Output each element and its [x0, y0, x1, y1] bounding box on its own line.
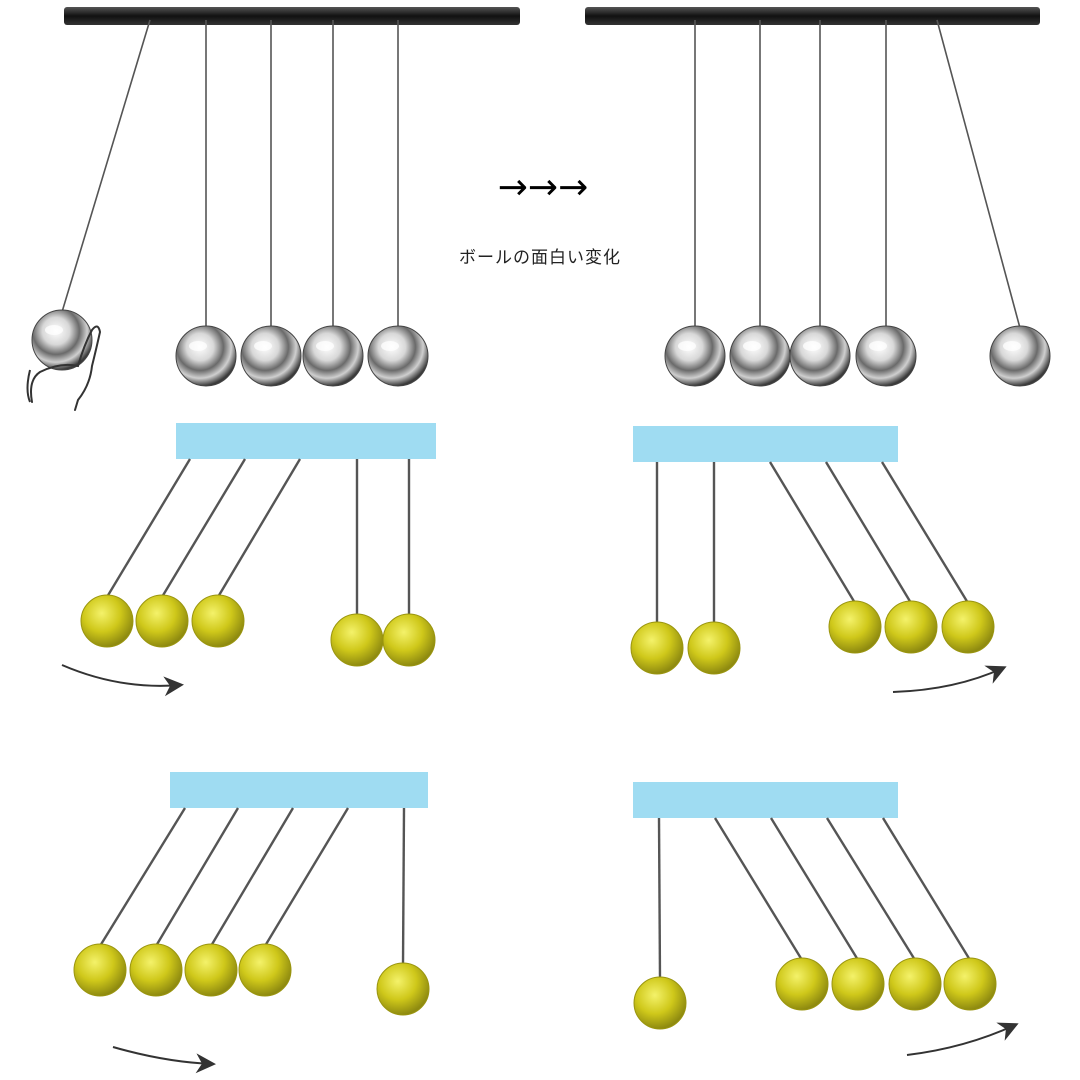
middle-right-cradle-motion-arrow: [892, 665, 1007, 693]
bottom-left-cradle-frame-bar: [170, 772, 428, 808]
middle-right-cradle-string-4: [824, 461, 913, 604]
hand-icon: [30, 325, 102, 411]
bottom-left-cradle-string-3: [209, 807, 295, 947]
top-left-cradle-string-1: [61, 19, 151, 313]
bottom-right-cradle-ball-3: [831, 957, 885, 1011]
top-right-cradle-ball-highlight-4: [869, 341, 887, 351]
top-right-cradle-ball-4: [855, 325, 917, 387]
bottom-right-cradle-frame-bar: [633, 782, 898, 818]
top-right-cradle-ball-2: [729, 325, 791, 387]
top-right-cradle-ball-5: [989, 325, 1051, 387]
middle-left-cradle-string-3: [216, 458, 302, 598]
bottom-right-cradle-string-3: [769, 817, 860, 961]
middle-left-cradle-ball-4: [330, 613, 384, 667]
bottom-right-cradle-motion-arrow: [906, 1022, 1019, 1056]
middle-left-cradle-ball-3: [191, 594, 245, 648]
middle-right-cradle-ball-5: [941, 600, 995, 654]
top-left-cradle-ball-highlight-5: [381, 341, 399, 351]
bottom-left-cradle-ball-5: [376, 962, 430, 1016]
bottom-right-cradle-string-5: [881, 817, 972, 961]
top-left-cradle-ball-3: [240, 325, 302, 387]
top-right-cradle-string-5: [936, 19, 1021, 329]
bottom-right-cradle-string-4: [825, 817, 917, 961]
middle-left-cradle-ball-2: [135, 594, 189, 648]
top-right-cradle-frame-bar: [585, 7, 1040, 25]
middle-right-cradle-frame-bar: [633, 426, 898, 462]
middle-left-cradle-string-1: [105, 458, 192, 598]
bottom-left-cradle-motion-arrow: [112, 1046, 216, 1074]
bottom-right-cradle-string-1: [657, 817, 662, 980]
top-right-cradle-ball-highlight-5: [1003, 341, 1021, 351]
bottom-left-cradle-string-2: [154, 807, 240, 947]
middle-right-cradle-ball-3: [828, 600, 882, 654]
top-left-cradle-ball-highlight-1: [45, 325, 63, 335]
bottom-right-cradle-ball-5: [943, 957, 997, 1011]
middle-left-cradle-ball-5: [382, 613, 436, 667]
bottom-left-cradle-ball-4: [238, 943, 292, 997]
bottom-left-cradle-string-4: [263, 807, 350, 947]
bottom-right-cradle-ball-1: [633, 976, 687, 1030]
middle-left-cradle-motion-arrow: [61, 664, 184, 697]
bottom-right-cradle-ball-2: [775, 957, 829, 1011]
top-left-cradle-ball-1: [31, 309, 93, 371]
caption-text: ボールの面白い変化: [459, 248, 621, 268]
top-left-cradle-ball-highlight-2: [189, 341, 207, 351]
top-left-cradle-ball-5: [367, 325, 429, 387]
middle-right-cradle-string-5: [880, 461, 970, 604]
bottom-left-cradle-ball-2: [129, 943, 183, 997]
top-right-cradle-ball-1: [664, 325, 726, 387]
top-right-cradle-ball-highlight-1: [678, 341, 696, 351]
bottom-left-cradle-string-5: [401, 807, 406, 966]
sequence-arrows: →→→: [497, 167, 589, 208]
bottom-left-cradle-string-1: [98, 807, 187, 947]
top-right-cradle-ball-highlight-3: [803, 341, 821, 351]
top-left-cradle-ball-4: [302, 325, 364, 387]
bottom-right-cradle-string-2: [713, 817, 804, 961]
bottom-left-cradle-ball-1: [73, 943, 127, 997]
top-left-cradle-ball-2: [175, 325, 237, 387]
middle-left-cradle-ball-1: [80, 594, 134, 648]
middle-right-cradle-string-3: [768, 461, 857, 604]
top-right-cradle-ball-highlight-2: [743, 341, 761, 351]
bottom-left-cradle-ball-3: [184, 943, 238, 997]
top-left-cradle-ball-highlight-4: [316, 341, 334, 351]
hand-thumb-icon: [26, 369, 31, 403]
middle-right-cradle-ball-4: [884, 600, 938, 654]
top-right-cradle-ball-3: [789, 325, 851, 387]
top-left-cradle-frame-bar: [64, 7, 520, 25]
middle-right-cradle-ball-2: [687, 621, 741, 675]
top-left-cradle-ball-highlight-3: [254, 341, 272, 351]
middle-left-cradle-frame-bar: [176, 423, 436, 459]
bottom-right-cradle-ball-4: [888, 957, 942, 1011]
middle-left-cradle-string-2: [160, 458, 247, 598]
middle-right-cradle-ball-1: [630, 621, 684, 675]
